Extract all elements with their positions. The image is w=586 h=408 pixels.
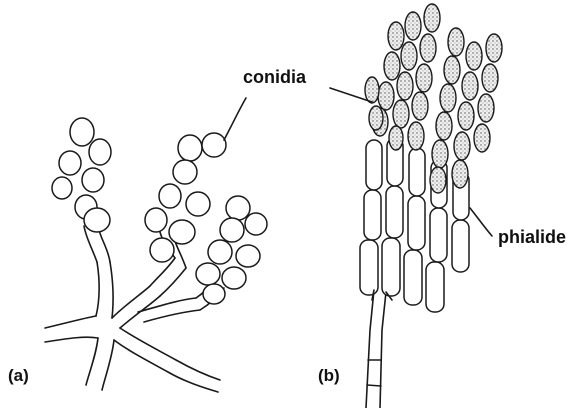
panel-a-caption: (a) [8,366,29,385]
phialides [360,138,469,312]
panel-b-penicillus [360,4,502,408]
stipe [366,290,386,408]
conidia-pointer-a [224,98,246,140]
panel-b-caption: (b) [318,366,340,385]
phialide-pointer [470,208,492,236]
panel-a-conidiophore [45,118,267,392]
conidia-label: conidia [243,67,307,87]
phialide-label: phialide [498,227,566,247]
